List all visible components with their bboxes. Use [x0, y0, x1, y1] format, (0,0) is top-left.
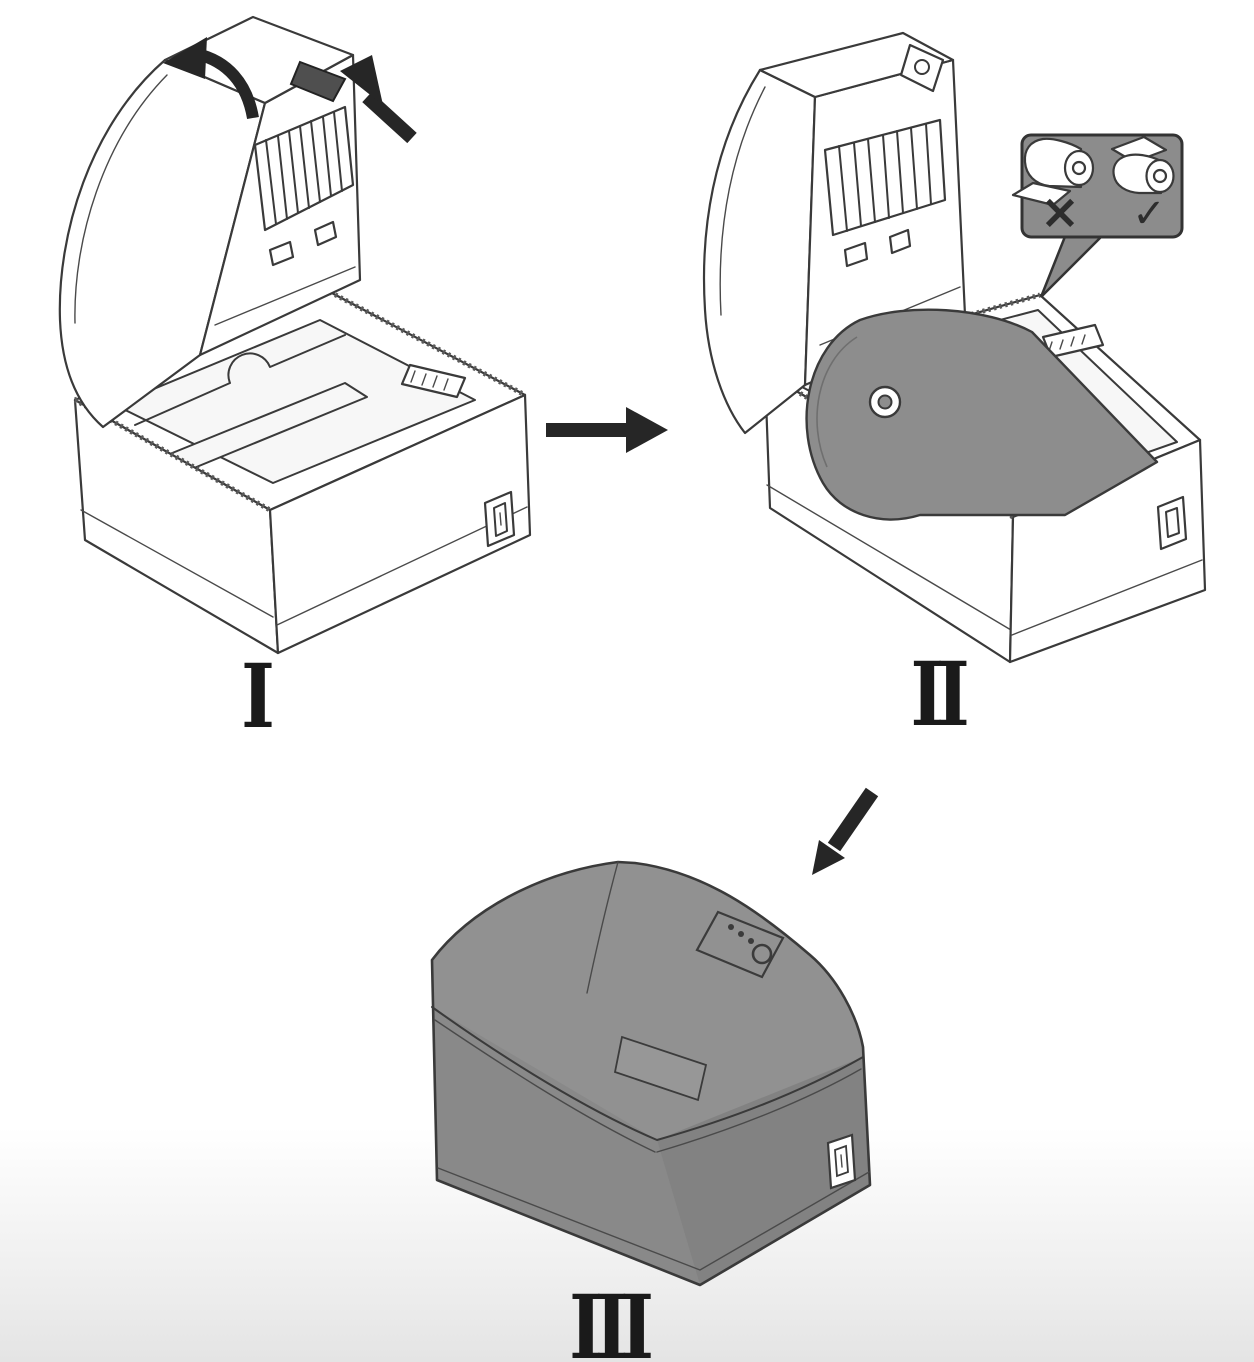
printer-lid-open	[702, 31, 967, 435]
step-3-label: III	[569, 1275, 654, 1362]
lid-latch-block	[899, 43, 945, 93]
base-seam-right	[1011, 559, 1203, 636]
correct-roll-orientation-icon	[1110, 135, 1175, 195]
power-switch-mark	[499, 512, 502, 526]
lid-seam-lip	[434, 1019, 862, 1153]
curved-open-arrow-head	[163, 37, 207, 79]
base-front-right-face	[268, 393, 532, 655]
front-left-face-shade	[432, 1007, 700, 1285]
roll-face-shading	[816, 336, 858, 468]
step-arrow-right-icon	[546, 407, 668, 453]
arrow-shaft	[827, 787, 879, 852]
lid-shell-crease	[719, 86, 766, 316]
lid-shell-crease	[74, 74, 168, 324]
closed-printer	[430, 860, 872, 1287]
open-direction-arrows	[163, 37, 417, 144]
roll-orientation-callout: × ✓	[1011, 133, 1184, 298]
paper-roll-assembly	[805, 308, 1159, 521]
cover-open-button	[289, 60, 347, 103]
lid-crease	[586, 861, 619, 994]
lid-latch-hole	[914, 59, 930, 75]
power-switch-mark	[840, 1154, 843, 1168]
rim-grille-slot	[400, 363, 467, 399]
lid-top-edge	[758, 31, 955, 99]
lid-latch-right	[888, 228, 912, 255]
arrow-head	[626, 407, 668, 453]
status-led-3	[748, 938, 754, 944]
printer-lid-open	[58, 15, 362, 429]
step-2-illustration-load-roll: × ✓	[702, 31, 1207, 664]
wrong-roll-core	[1071, 160, 1087, 176]
lid-top-edge	[163, 15, 355, 105]
power-switch-rocker	[1165, 507, 1180, 538]
status-led-2	[738, 931, 744, 937]
arrow-head	[812, 840, 845, 875]
power-switch	[1156, 495, 1188, 551]
status-led-1	[728, 924, 734, 930]
power-switch-rocker	[493, 502, 508, 537]
wrong-roll-sheet	[1011, 181, 1072, 207]
step-1-label: I	[241, 644, 275, 748]
base-seam-left	[766, 484, 1012, 631]
press-button-arrow-shaft	[362, 91, 417, 144]
x-mark-icon: ×	[1040, 184, 1080, 240]
base-seam-left	[80, 509, 274, 618]
label-plate	[613, 1035, 708, 1102]
lid-latch-left	[268, 240, 295, 267]
printer-outline	[430, 860, 872, 1287]
rim-grip-strip	[73, 289, 527, 513]
step-2-label: II	[910, 642, 969, 746]
power-switch-rocker	[834, 1144, 849, 1178]
correct-roll-core	[1152, 168, 1168, 184]
grille-hatch	[410, 370, 449, 391]
lid-latch-right	[313, 220, 338, 247]
front-right-face-shade	[657, 1057, 870, 1285]
lid-outer-shell	[702, 68, 817, 435]
well-partition	[134, 334, 346, 426]
wrong-roll-orientation-icon	[1011, 137, 1095, 207]
lid-guide-line	[214, 266, 356, 326]
paper-roll-and-web	[805, 308, 1159, 521]
lid-latch-left	[843, 241, 869, 268]
control-panel	[695, 910, 785, 979]
lid-seam	[431, 1006, 864, 1141]
platen-roller-ribs	[265, 111, 343, 225]
printer-base	[73, 289, 532, 655]
base-seam-right	[276, 506, 528, 626]
step-3-illustration-closed-printer	[430, 860, 872, 1287]
lid-outer-shell	[58, 58, 267, 429]
power-switch	[483, 490, 516, 548]
step-1-illustration-open-printer	[58, 15, 532, 655]
check-mark-icon: ✓	[1132, 191, 1166, 237]
arrow-shaft	[546, 423, 626, 437]
grille-hatch	[1048, 334, 1086, 352]
platen-roller-ribs	[838, 123, 932, 232]
roll-core-hole	[877, 394, 893, 410]
step-arrow-down-left-icon	[812, 787, 879, 875]
feed-button	[751, 943, 773, 965]
press-button-arrow-icon	[340, 55, 383, 105]
base-plinth-line	[437, 1167, 870, 1271]
